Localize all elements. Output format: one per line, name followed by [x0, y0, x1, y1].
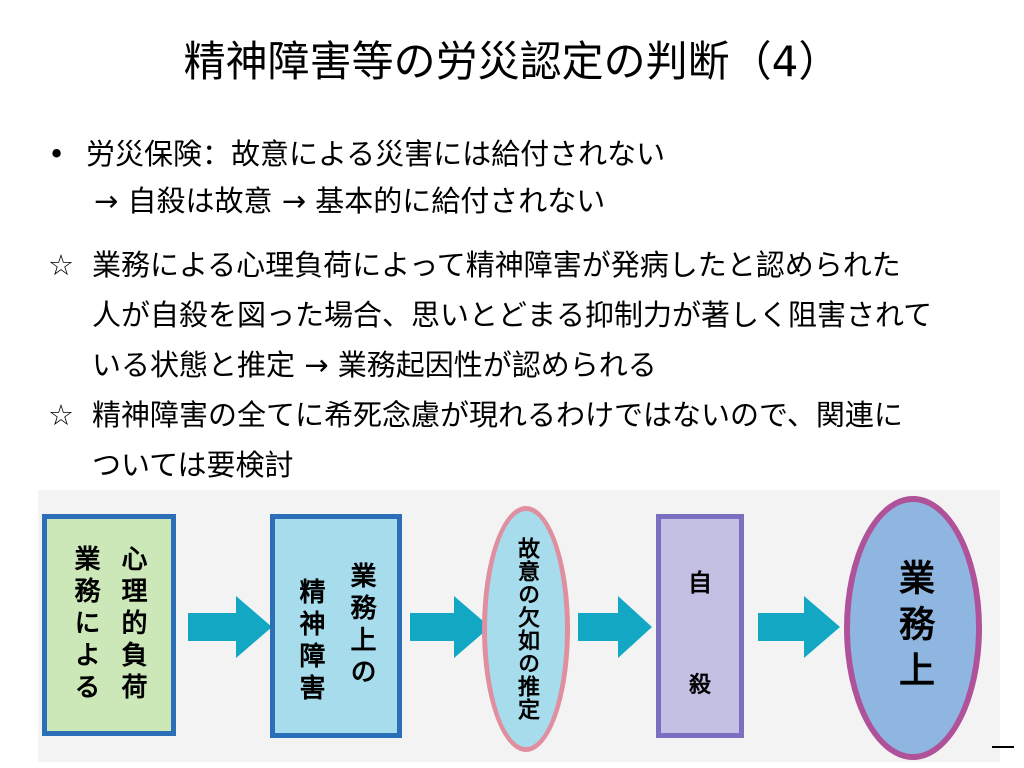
box3-text-top: 自	[688, 569, 712, 597]
star1-line-1: 業務による心理負荷によって精神障害が発病したと認められた	[92, 248, 901, 282]
star-marker-1: ☆	[48, 248, 74, 282]
flow-ellipse-work-related: 業務上	[844, 496, 982, 760]
star-marker-2: ☆	[48, 398, 74, 432]
bullet-text-2: → 自殺は故意 → 基本的に給付されない	[94, 184, 606, 218]
flow-box-psychological-load: 業務による 心理的負荷	[42, 514, 176, 736]
arrow-icon	[578, 596, 652, 658]
star2-line-1: 精神障害の全てに希死念慮が現れるわけではないので、関連に	[92, 398, 903, 432]
box1-text-right: 業務による	[70, 545, 100, 705]
star1-line-2: 人が自殺を図った場合、思いとどまる抑制力が著しく阻害されて	[92, 298, 933, 332]
bullet-marker: •	[48, 137, 66, 171]
box1-text-left: 心理的負荷	[117, 545, 147, 705]
star1-line-3: いる状態と推定 → 業務起因性が認められる	[92, 348, 657, 382]
bullet-text-1: 労災保険：故意による災害には給付されない	[86, 137, 666, 171]
box2-text-left: 精神障害	[295, 578, 325, 706]
flow-ellipse-presumed-absence-of-intent: 故意の欠如の推定	[482, 506, 570, 752]
corner-dash	[992, 746, 1014, 748]
box2-text-right: 業務上の	[346, 562, 376, 690]
arrow-icon	[410, 596, 490, 658]
slide-title: 精神障害等の労災認定の判断（4）	[183, 37, 841, 86]
arrow-icon	[188, 596, 272, 658]
flow-box-mental-disorder: 業務上の 精神障害	[270, 514, 402, 738]
flow-diagram: 業務による 心理的負荷 業務上の 精神障害 故意の欠如の推定 自 殺 業務上	[38, 490, 1000, 762]
star2-line-2: ついては要検討	[92, 448, 294, 482]
box3-text-bottom: 殺	[688, 673, 711, 698]
flow-box-suicide: 自 殺	[656, 514, 744, 738]
ellipse2-text: 業務上	[893, 559, 934, 697]
ellipse1-text: 故意の欠如の推定	[514, 537, 539, 721]
arrow-icon	[758, 596, 840, 658]
